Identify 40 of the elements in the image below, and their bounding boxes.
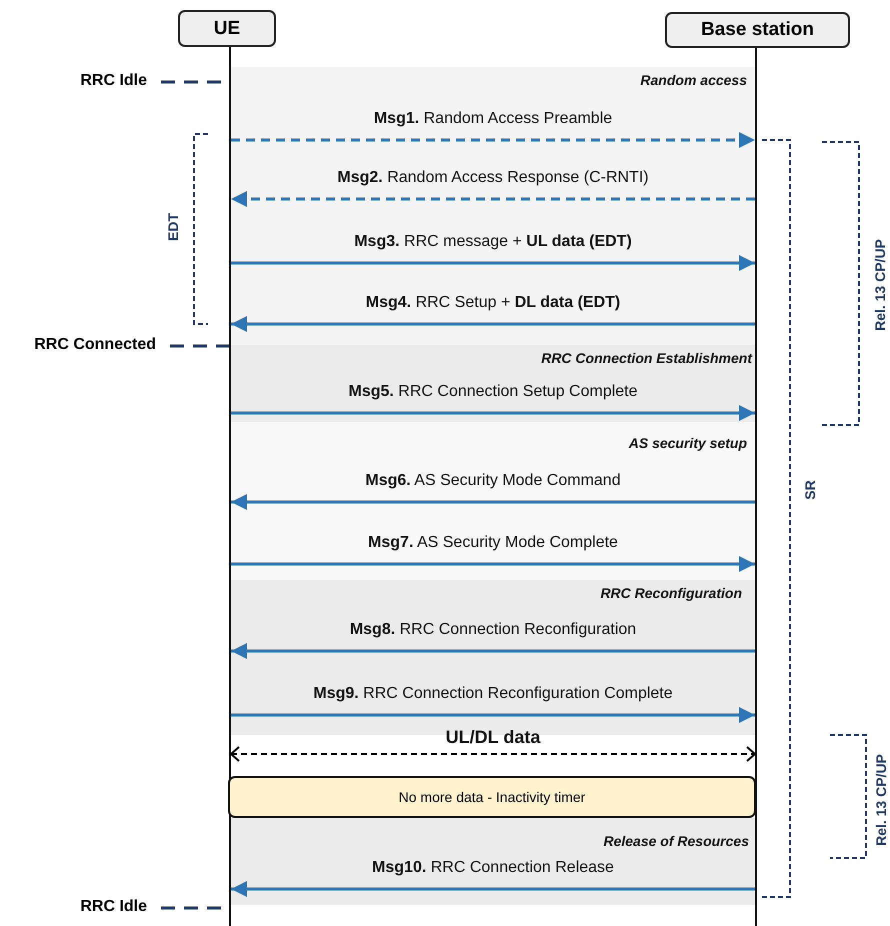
phase-title: AS security setup (628, 435, 747, 451)
note-box: No more data - Inactivity timer (228, 776, 756, 818)
edge-label: Msg6. AS Security Mode Command (365, 472, 621, 490)
message-arrow (231, 556, 755, 572)
edge-label: Msg1. Random Access Preamble (374, 110, 612, 128)
edge-label: Msg2. Random Access Response (C-RNTI) (337, 169, 649, 187)
edge-label: Msg8. RRC Connection Reconfiguration (350, 621, 636, 639)
message-arrow (231, 132, 755, 148)
message-arrow (231, 405, 755, 421)
edge-label: Msg10. RRC Connection Release (372, 859, 614, 877)
state-label: RRC Idle (80, 72, 147, 90)
phase-title: RRC Reconfiguration (600, 585, 742, 601)
edge-label: Msg4. RRC Setup + DL data (EDT) (366, 294, 620, 312)
lifeline (229, 47, 231, 926)
bracket-label: Rel. 13 CP/UP (872, 239, 888, 331)
lifeline (755, 48, 757, 926)
message-arrow (231, 255, 755, 271)
phase-title: Release of Resources (603, 833, 749, 849)
participant-box: UE (178, 10, 276, 47)
edge-label: Msg9. RRC Connection Reconfiguration Complete (313, 685, 673, 703)
edge-label: Msg7. AS Security Mode Complete (368, 534, 618, 552)
message-arrow (230, 746, 756, 762)
message-arrow (231, 494, 755, 510)
phase-title: RRC Connection Establishment (541, 350, 752, 366)
message-arrow (231, 191, 755, 207)
edge-label: UL/DL data (446, 727, 540, 748)
participant-box: Base station (665, 12, 850, 48)
message-arrow (231, 881, 755, 897)
message-arrow (231, 707, 755, 723)
phase-title: Random access (640, 72, 747, 88)
bracket-label: EDT (165, 213, 181, 241)
state-label: RRC Connected (34, 336, 156, 354)
message-arrow (231, 316, 755, 332)
state-label: RRC Idle (80, 898, 147, 916)
edge-label: Msg5. RRC Connection Setup Complete (348, 383, 638, 401)
bracket-label: SR (802, 480, 818, 500)
leader-line (170, 344, 229, 348)
edge-label: Msg3. RRC message + UL data (EDT) (354, 233, 632, 251)
bracket-label: Rel. 13 CP/UP (873, 754, 889, 846)
message-arrow (231, 643, 755, 659)
